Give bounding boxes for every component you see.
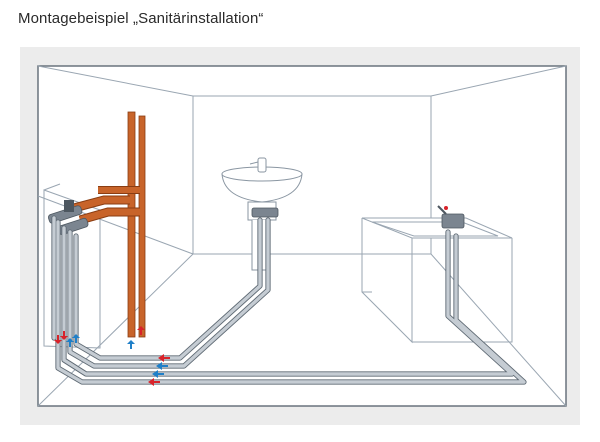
flow-markers <box>54 326 170 386</box>
cold-arrow-icon <box>127 340 135 349</box>
hot-arrow-icon <box>158 354 170 362</box>
hot-arrow-icon <box>148 378 160 386</box>
bathtub-icon <box>361 217 513 344</box>
bathtub-tap-icon <box>437 205 465 229</box>
cold-arrow-icon <box>152 370 164 378</box>
hot-arrow-icon <box>60 331 68 340</box>
cold-arrow-icon <box>72 334 80 343</box>
hot-arrow-icon <box>137 326 145 335</box>
washbasin-fitting-icon <box>251 207 279 218</box>
cold-arrow-icon <box>66 338 74 347</box>
cold-arrow-icon <box>156 362 168 370</box>
page-title: Montagebeispiel „Sanitärinstallation“ <box>18 10 264 27</box>
copper-riser <box>72 111 146 338</box>
hot-arrow-icon <box>54 335 62 344</box>
